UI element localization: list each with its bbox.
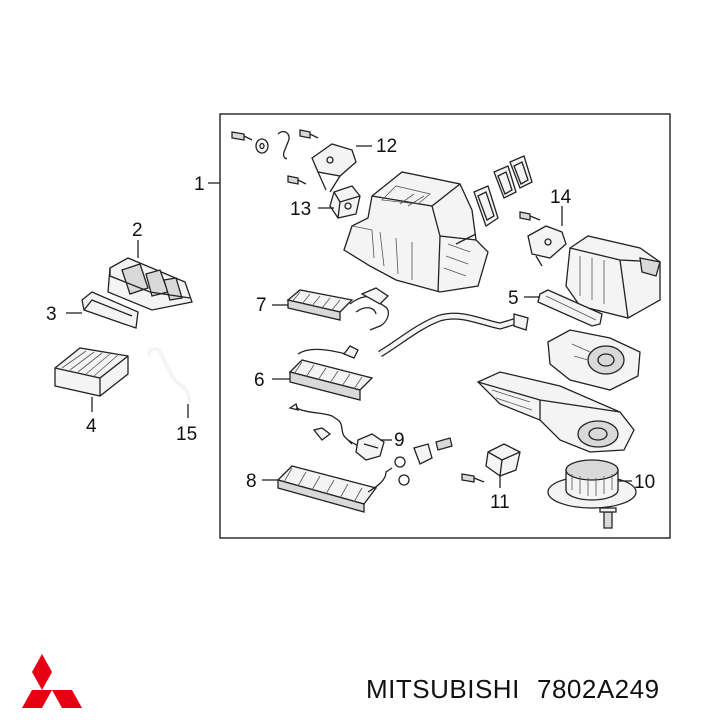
label-11: 11 (490, 492, 510, 513)
seal-parts (473, 155, 533, 228)
label-5: 5 (508, 288, 519, 309)
part-4-filter (54, 347, 129, 397)
part-10-blower-motor (547, 459, 637, 529)
hvac-lower-case (476, 371, 635, 453)
label-2: 2 (132, 220, 143, 241)
mitsubishi-logo-icon (22, 654, 82, 708)
part-5-strip (537, 289, 603, 327)
top-fasteners (231, 129, 319, 185)
label-4: 4 (86, 416, 97, 437)
part-13-servo (329, 185, 361, 219)
part-8-heater (276, 465, 393, 513)
label-15: 15 (176, 424, 197, 445)
part-3-bracket (81, 291, 139, 329)
part-2-cover (107, 257, 193, 311)
label-13: 13 (290, 199, 311, 220)
assembly-frame (219, 113, 671, 539)
drain-hose (378, 312, 529, 358)
label-8: 8 (246, 471, 257, 492)
hvac-main-case (343, 171, 489, 293)
label-12: 12 (376, 136, 397, 157)
label-3: 3 (46, 304, 57, 325)
part-6-evaporator (288, 345, 374, 401)
brand-name: MITSUBISHI (366, 674, 520, 704)
label-9: 9 (394, 430, 405, 451)
label-1: 1 (194, 174, 205, 195)
part-12-actuator (311, 143, 357, 193)
part-11-resistor (461, 443, 521, 483)
part-14-actuator (519, 211, 567, 267)
label-14: 14 (550, 187, 572, 208)
label-10: 10 (634, 472, 655, 493)
part-number: 7802A249 (537, 674, 660, 704)
blower-housing-upper (565, 235, 661, 319)
label-6: 6 (254, 370, 265, 391)
label-7: 7 (256, 295, 267, 316)
part-7-heater-core (286, 287, 390, 331)
part-15-hose (147, 347, 192, 403)
part-9-clips (355, 433, 453, 486)
blower-housing-lower (547, 329, 641, 391)
temp-sensor (288, 402, 359, 447)
